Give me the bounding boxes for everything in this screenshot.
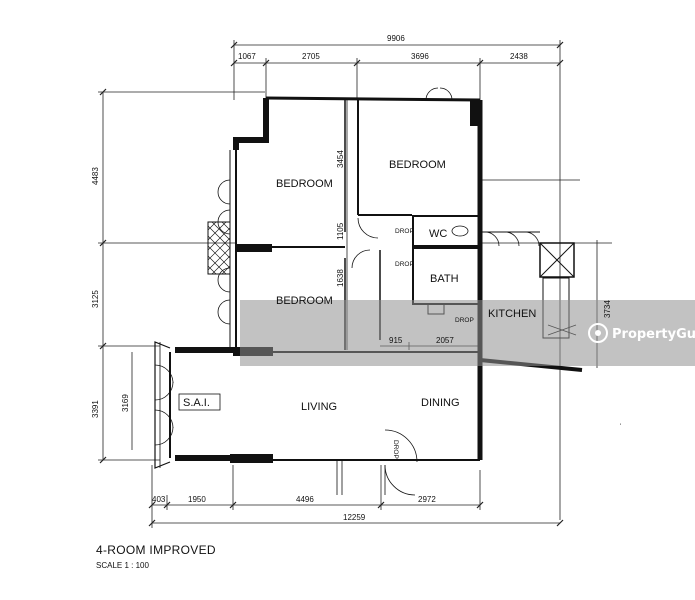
dim-right-1: 3734 [603, 300, 612, 318]
room-label-bath: BATH [430, 273, 459, 285]
room-label-sai: S.A.I. [183, 397, 210, 409]
dim-top-total: 9906 [387, 34, 405, 43]
hatched-column [207, 221, 231, 275]
dim-left-3: 3391 [91, 400, 100, 418]
dimension-lines [98, 40, 612, 528]
drop-label-wc: DROP [395, 228, 414, 235]
plan-caption: 4-ROOM IMPROVED SCALE 1 : 100 [96, 543, 216, 570]
dim-bottom-total: 12259 [343, 513, 366, 522]
room-label-living: LIVING [301, 401, 337, 413]
dim-left-2: 3125 [91, 290, 100, 308]
watermark: PropertyGuru [240, 300, 695, 366]
dim-top-4: 2438 [510, 52, 528, 61]
dim-bottom-2: 1950 [188, 495, 206, 504]
dim-left-inner: 3169 [121, 394, 130, 412]
drop-markers: DROP DROP DROP DROP [392, 228, 474, 459]
dimension-texts: 9906 1067 2705 3696 2438 4483 3125 3391 … [91, 34, 612, 522]
dim-bottom-1: 403 [152, 495, 166, 504]
dim-mid-2: 1105 [336, 222, 345, 240]
room-label-kitchen: KITCHEN [488, 308, 536, 320]
drop-label-bath: DROP [395, 261, 414, 268]
dim-top-1: 1067 [238, 52, 256, 61]
dim-top-2: 2705 [302, 52, 320, 61]
dim-mid-1: 3454 [336, 150, 345, 168]
dim-bottom-4: 2972 [418, 495, 436, 504]
room-label-bedroom-3: BEDROOM [276, 295, 333, 307]
watermark-text: PropertyGuru [612, 327, 695, 342]
plan-title: 4-ROOM IMPROVED [96, 543, 216, 557]
room-label-bedroom-2: BEDROOM [389, 159, 446, 171]
dim-mid-5: 2057 [436, 336, 454, 345]
dim-mid-4: 915 [389, 336, 403, 345]
walls [154, 96, 583, 469]
room-label-bedroom-1: BEDROOM [276, 178, 333, 190]
dim-left-1: 4483 [91, 167, 100, 185]
doors-windows [154, 87, 577, 496]
drop-label-kitchen: DROP [455, 317, 474, 324]
room-label-dining: DINING [421, 397, 460, 409]
drop-label-door: DROP [392, 440, 399, 459]
room-label-wc: WC [429, 228, 447, 240]
dim-bottom-3: 4496 [296, 495, 314, 504]
stray-mark: ' [620, 423, 621, 430]
dim-top-3: 3696 [411, 52, 429, 61]
plan-scale: SCALE 1 : 100 [96, 561, 149, 570]
dim-mid-3: 1638 [336, 269, 345, 287]
sai-box [178, 393, 221, 411]
room-labels: BEDROOM BEDROOM BEDROOM WC BATH KITCHEN … [178, 159, 536, 413]
